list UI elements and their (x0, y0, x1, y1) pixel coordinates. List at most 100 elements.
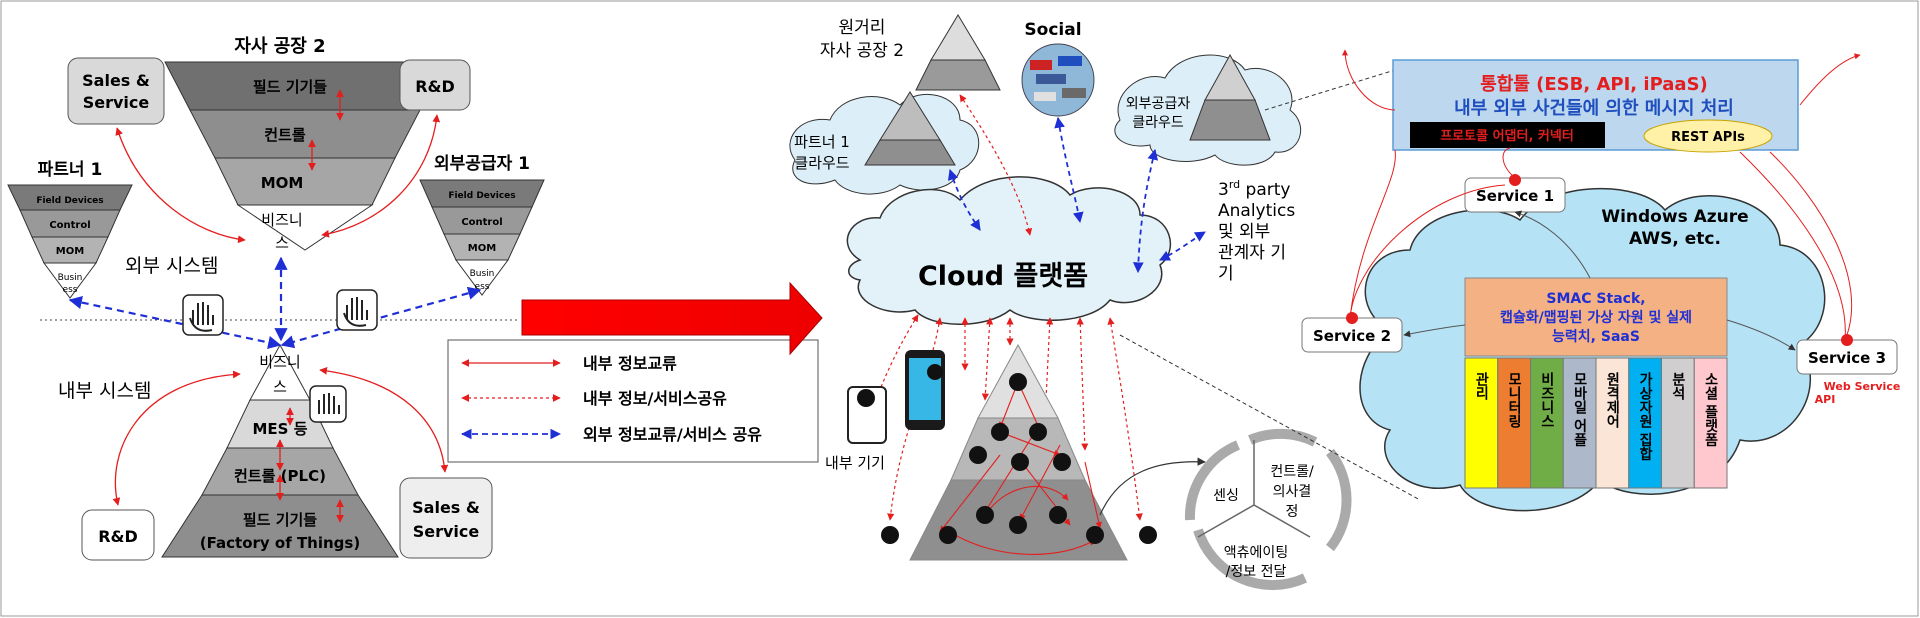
hand-icon (182, 294, 224, 336)
sales-bottom-line1: Sales & (412, 498, 480, 517)
smac-column-label: 원격제어 (1604, 372, 1620, 429)
third-party-line2: Analytics (1218, 201, 1295, 221)
phone-icon (905, 350, 945, 430)
cycle-act-2: /정보 전달 (1226, 564, 1287, 580)
azure-line1: Windows Azure (1601, 207, 1748, 227)
partner-cloud-label-2: 클라우드 (794, 154, 849, 172)
social-label: Social (1024, 20, 1081, 40)
sense-control-act-cycle (1184, 428, 1352, 591)
smac-column (1464, 357, 1499, 489)
smac-line3: 능력치, SaaS (1552, 329, 1640, 345)
rnd-box-top (399, 59, 471, 111)
tablet-icon (847, 386, 887, 444)
internal-layer-fot: (Factory of Things) (200, 534, 360, 552)
service2-label: Service 2 (1313, 327, 1391, 345)
azure-line2: AWS, etc. (1629, 229, 1721, 249)
supplier1-layer-field: Field Devices (448, 191, 515, 201)
factory2-layer-mom: MOM (261, 174, 304, 192)
smac-column-label: 모바일 어플 (1572, 372, 1588, 448)
smac-column-label: 비즈니스 (1539, 372, 1555, 428)
smac-column-label: 모니터링 (1506, 372, 1522, 429)
third-party-line4: 관계자 기 (1218, 243, 1286, 263)
hand-icon (336, 289, 378, 331)
projection-lines (1119, 69, 1421, 501)
sales-service-box-top (67, 57, 165, 125)
smac-column (1530, 357, 1564, 489)
supplier1-layer-biz-1: Busin (470, 269, 495, 279)
smac-column-label: 관리 (1473, 371, 1489, 401)
cycle-control-2: 의사결 (1273, 484, 1312, 500)
factory2-layer-biz-1: 비즈니 (261, 211, 302, 229)
smac-line1: SMAC Stack, (1546, 291, 1645, 307)
internal-layer-mes: MES 등 (253, 420, 308, 438)
remote-factory-line2: 자사 공장 2 (820, 41, 904, 61)
legend (447, 339, 819, 463)
third-party-line1: 3rd party (1218, 178, 1290, 200)
cycle-control-1: 컨트롤/ (1270, 464, 1314, 480)
cycle-sensing: 센싱 (1213, 488, 1239, 504)
factory2-layer-biz-2: 스 (275, 234, 289, 252)
supplier-cloud (1114, 53, 1302, 166)
internal-layer-biz-2: 스 (273, 378, 287, 396)
api-dots (1346, 174, 1853, 346)
supplier1-pyramid (419, 179, 545, 296)
partner1-layer-field: Field Devices (36, 196, 103, 206)
rnd-box-bottom (81, 509, 155, 561)
remote-factory-pyramid (915, 14, 1001, 91)
supplier1-title: 외부공급자 1 (434, 154, 530, 174)
rnd-bottom-label: R&D (98, 527, 138, 546)
smac-column (1595, 357, 1630, 489)
smac-column (1497, 357, 1531, 489)
rnd-top-label: R&D (415, 77, 455, 96)
smac-column-label: 소셜 플랫폼 (1703, 372, 1719, 448)
rest-apis-label: REST APIs (1671, 130, 1745, 145)
internal-layer-biz-1: 비즈니 (259, 353, 300, 371)
supplier-cloud-label-2: 클라우드 (1132, 115, 1184, 131)
partner1-layer-control: Control (49, 220, 90, 231)
factory2-title: 자사 공장 2 (234, 36, 325, 57)
internal-devices-label: 내부 기기 (825, 454, 885, 472)
integration-box (1392, 59, 1799, 153)
left-internal-arrows (112, 89, 449, 523)
sales-bottom-line2: Service (413, 522, 480, 541)
internal-system-label: 내부 시스템 (58, 380, 151, 402)
supplier1-layer-control: Control (461, 217, 502, 228)
cycle-control-3: 정 (1286, 504, 1299, 520)
legend-item-internal-sharing: 내부 정보/서비스공유 (583, 389, 727, 408)
legend-item-internal-exchange: 내부 정보교류 (583, 354, 677, 373)
protocol-adapter-label: 프로토콜 어댑터, 커넥터 (1440, 128, 1574, 144)
integration-title-2: 내부 외부 사건들에 의한 메시지 처리 (1454, 98, 1734, 119)
third-party-line3: 및 외부 (1218, 222, 1270, 242)
left-external-arrows (68, 256, 482, 349)
mesh-to-cycle-arrow (1099, 457, 1206, 516)
social-globe-icon (1021, 43, 1095, 117)
partner1-layer-mom: MOM (56, 246, 84, 257)
factory2-layer-field: 필드 기기들 (253, 78, 327, 96)
integration-title-1: 통합툴 (ESB, API, iPaaS) (1480, 73, 1708, 95)
third-party-line5: 기 (1218, 264, 1234, 284)
smac-column-label: 분석 (1670, 372, 1686, 401)
cloud-platform-label: Cloud 플랫폼 (918, 261, 1088, 292)
sales-top-line1: Sales & (82, 71, 150, 90)
cycle-act-1: 액츄에이팅 (1224, 545, 1288, 561)
smac-box (1464, 277, 1728, 357)
sales-top-line2: Service (83, 93, 150, 112)
big-transition-arrow (521, 281, 823, 356)
external-system-label: 외부 시스템 (125, 255, 218, 277)
web-service-line2: API (1815, 393, 1836, 406)
smac-column (1693, 357, 1728, 489)
smac-column (1562, 357, 1597, 489)
sales-service-box-bottom (399, 477, 493, 559)
legend-item-external-sharing: 외부 정보교류/서비스 공유 (583, 425, 762, 444)
partner1-title: 파트너 1 (38, 160, 103, 180)
mesh-nodes (881, 373, 1157, 544)
hand-icon (309, 385, 347, 423)
supplier1-layer-mom: MOM (468, 243, 496, 254)
internal-layer-field: 필드 기기들 (243, 511, 317, 529)
partner1-layer-biz-2: ess (63, 285, 78, 295)
cloud-platform (846, 176, 1171, 325)
supplier1-layer-biz-2: ess (475, 282, 490, 292)
service3-label: Service 3 (1808, 349, 1886, 367)
